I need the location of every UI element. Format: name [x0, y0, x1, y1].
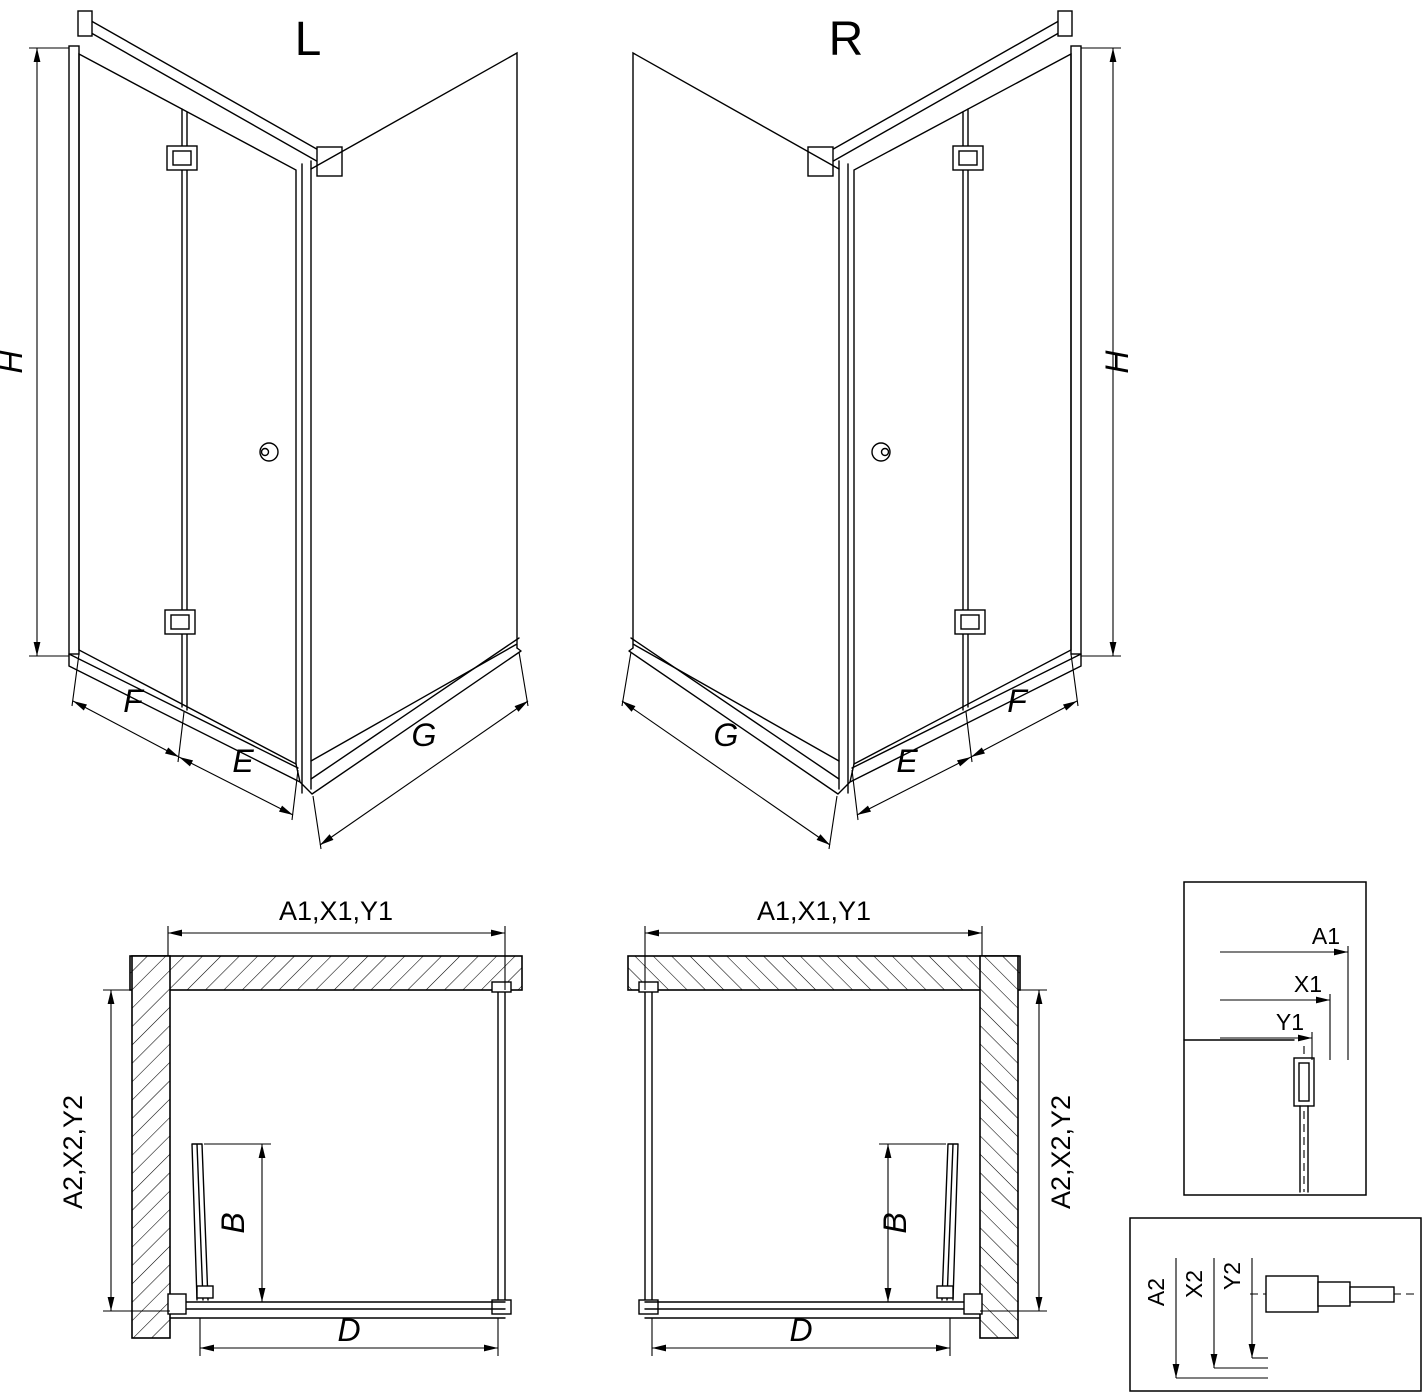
plan-right-side-dim-label: A2,X2,Y2: [1046, 1095, 1076, 1209]
detail-y2-label: Y2: [1219, 1262, 1245, 1290]
detail-bottom-border: [1129, 1217, 1422, 1392]
label-g-left: G: [412, 717, 437, 753]
detail-top-profile: A1 X1 Y1: [1183, 881, 1367, 1196]
detail-top-border: [1183, 881, 1367, 1196]
detail-top-glass-pane: [1299, 1105, 1309, 1193]
detail-x2-label: X2: [1181, 1270, 1207, 1298]
iso-right-title: R: [829, 13, 864, 66]
iso-right-geometry: [622, 11, 1121, 849]
label-e-left: E: [232, 743, 254, 779]
plan-left-side-dim-label: A2,X2,Y2: [58, 1095, 88, 1209]
detail-bottom-profile-body: [1265, 1275, 1319, 1313]
label-h-left: H: [0, 350, 29, 374]
iso-left-geometry: [29, 11, 528, 849]
label-f-right: F: [1007, 683, 1029, 719]
plan-right-top-dim-label: A1,X1,Y1: [757, 896, 871, 926]
label-h-right: H: [1099, 350, 1135, 374]
detail-bottom-profile-end: [1349, 1286, 1395, 1303]
detail-y1-label: Y1: [1276, 1009, 1304, 1035]
plan-right-b-label: B: [877, 1212, 913, 1233]
iso-left-title: L: [295, 13, 322, 66]
detail-a2-label: A2: [1143, 1278, 1169, 1306]
detail-a1-label: A1: [1312, 923, 1340, 949]
plan-left-geometry: [103, 926, 522, 1356]
plan-left-b-label: B: [215, 1212, 251, 1233]
detail-top-wall-profile-inner: [1298, 1062, 1310, 1102]
plan-left-d-label: D: [337, 1312, 360, 1348]
plan-left-top-dim-label: A1,X1,Y1: [279, 896, 393, 926]
label-g-right: G: [714, 717, 739, 753]
plan-right-d-label: D: [789, 1312, 812, 1348]
detail-bottom-profile: A2 X2 Y2: [1129, 1217, 1422, 1392]
label-e-right: E: [896, 743, 918, 779]
detail-bottom-profile-mid: [1317, 1281, 1351, 1307]
label-f-left: F: [123, 683, 145, 719]
detail-x1-label: X1: [1294, 971, 1322, 997]
plan-right-geometry: [628, 926, 1047, 1356]
